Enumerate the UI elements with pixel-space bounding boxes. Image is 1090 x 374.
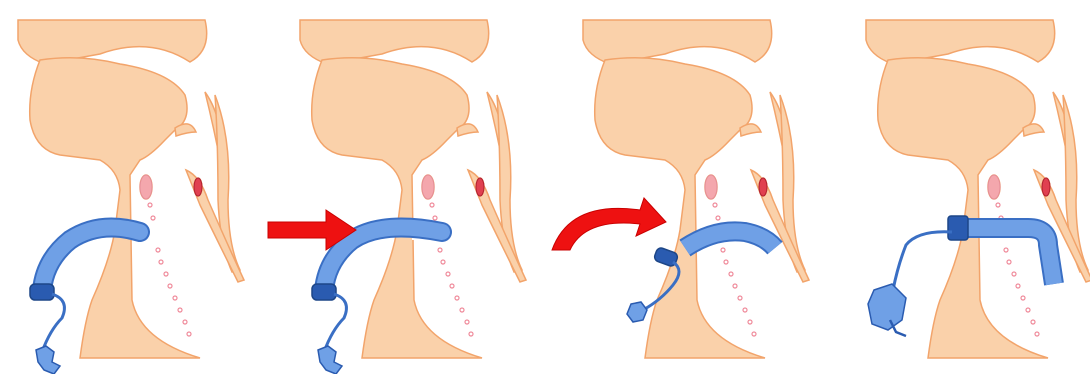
pilot-balloon-valve [36,346,60,374]
tube-flange [30,284,54,300]
thyroid-cartilage [705,175,717,199]
panel-3 [583,20,809,358]
thyroid-cartilage [988,175,1000,199]
tube-flange [312,284,336,300]
carotid-vessel [1042,178,1050,196]
pilot-line [42,294,64,352]
tube-flange [948,216,968,240]
pilot-line [324,294,346,352]
panel-1 [18,20,244,374]
carotid-vessel [759,178,767,196]
panel-2 [300,20,526,374]
carotid-vessel [476,178,484,196]
panel-4 [866,20,1090,358]
thyroid-cartilage [140,175,152,199]
pilot-balloon [868,284,906,330]
pilot-line [893,232,952,290]
anatomy-silhouette [583,20,809,358]
pilot-balloon-valve [627,302,647,322]
anatomy-silhouette [18,20,244,358]
anatomy-silhouette [300,20,526,358]
curved-arrow [552,198,666,250]
tracheal-rings [148,203,191,336]
carotid-vessel [194,178,202,196]
thyroid-cartilage [422,175,434,199]
pilot-balloon-valve [318,346,342,374]
